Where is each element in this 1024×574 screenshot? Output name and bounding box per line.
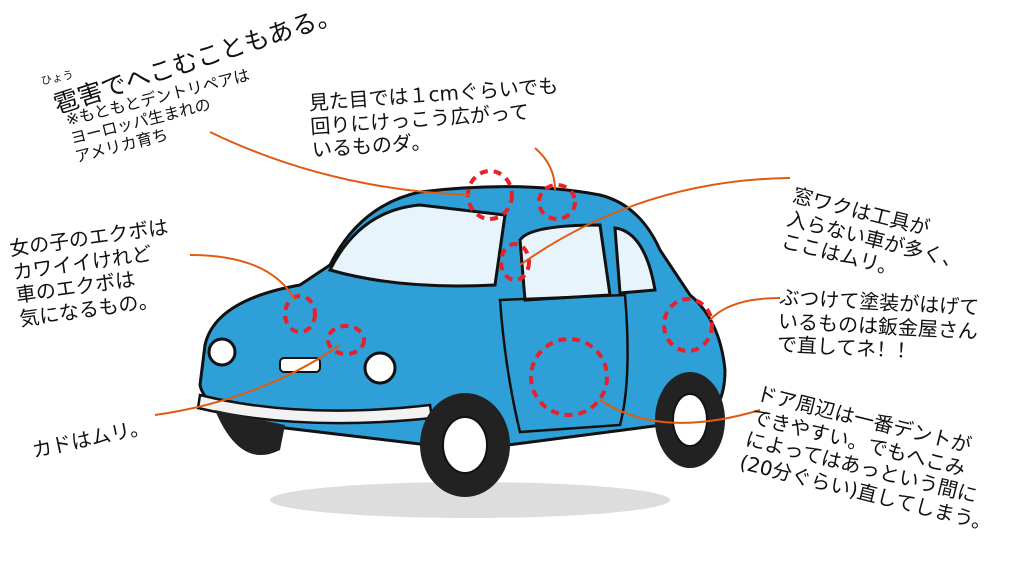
dent-marker-roof-2 [537,183,577,221]
dent-markers [283,169,714,417]
rear-wheel [655,372,725,468]
leader-corner [154,344,341,416]
headlight-left [207,337,237,367]
front-wheel [420,393,510,497]
ground-shadow [270,482,670,518]
leader-hail [209,131,471,196]
side-window [518,223,612,302]
grille [279,357,321,373]
front-left-wheel [215,410,285,455]
leader-dimple [189,254,296,301]
leader-lines [154,131,791,424]
dent-marker-window-frame [499,242,531,282]
dent-marker-door [529,337,609,417]
door [498,293,629,434]
headlight-right [363,351,397,385]
leader-window [519,177,791,266]
leader-door [599,399,761,424]
windshield [327,203,507,288]
dent-marker-rear [662,297,714,353]
dent-marker-corner [326,324,366,356]
rear-window [613,226,657,295]
note-paint: ぶつけて塗装がはげて いるものは鈑金屋さん で直してネ！！ [776,285,980,364]
dent-marker-hood [283,294,317,334]
leader-paint [709,297,781,321]
leader-spread [534,147,556,191]
